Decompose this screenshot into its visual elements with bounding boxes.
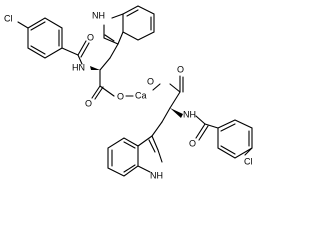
pyrrole-bond [103,37,119,45]
stereo-wedge [90,66,100,70]
amide-c-n-bond [77,54,83,65]
atom-o-bottom-carbonyl: O [177,64,184,74]
lower-benzene-ring [217,119,253,159]
ring-double-bond [220,123,236,132]
carboxyl-o-bond [99,85,115,97]
upper-backbone [90,43,119,100]
atom-cl-top: Cl [4,13,13,23]
molecule-diagram: Cl O NH HN O O Ca O O NH O Cl NH [4,5,253,180]
amide-n-c-bond [195,115,206,125]
lower-chlorobenzoyl-group [195,115,253,159]
amide-c-o-bond [77,40,87,56]
ring-double-bond [123,141,136,149]
calpha-bond [169,91,181,109]
carboxyl-double-bond [94,86,104,100]
atom-nh-bottom-indole: NH [150,170,163,180]
pyrrole-bond [137,135,153,147]
structure-drawing: Cl O NH HN O O Ca O O NH O Cl NH [4,5,253,180]
pyrrole-bond [111,13,124,19]
ch2-calpha-bond [99,57,111,71]
amide-c-o-bond [195,123,206,139]
pyrrole-bond [157,149,163,163]
ch2-indole-bond [151,121,163,137]
atom-o-top-amide: O [87,32,94,42]
carboxyl-c-o-bond [91,85,101,99]
atom-nh-bottom-amide: NH [183,109,196,119]
atom-o-bottom-ester: O [147,76,154,86]
ring-double-bond [123,164,136,173]
pyrrole-bond [117,31,124,45]
upper-indole-group [103,5,155,45]
atom-o-top-carbonyl: O [85,98,92,108]
aryl-carbonyl-bond [204,123,219,129]
cl-bond [244,147,253,156]
ring-double-bond [30,21,46,31]
cl-bond [17,21,29,29]
atom-nh-top-indole: NH [92,10,105,20]
atom-o-top-ester: O [117,91,124,101]
pyrrole-double-bond [148,139,156,153]
upper-benzene-ring [27,17,63,59]
atom-hn-top-amide: HN [72,62,85,72]
ch2-bond [109,43,119,59]
ca-o-bond [152,83,161,91]
stereo-wedge [170,108,183,118]
lower-backbone [151,75,184,137]
ring-double-bond [126,9,139,17]
atom-cl-bottom: Cl [244,156,253,166]
ring-double-bond [220,145,236,155]
ch2-bond [161,107,171,123]
amide-c-o-double [80,42,90,58]
pyrrole-bond [151,135,159,151]
amide-c-o-double [198,125,209,141]
atom-o-bottom-amide: O [189,138,196,148]
atom-ca: Ca [135,90,147,100]
aryl-carbonyl-bond [61,47,79,56]
pyrrole-double-bond [104,34,115,42]
upper-indole-benzo-ring [122,5,155,41]
upper-chlorobenzoyl-group [17,17,90,65]
ester-bond [169,83,181,93]
pyrrole-bond [137,165,151,173]
lower-indole-group [107,135,163,177]
ring-double-bond [30,45,46,55]
